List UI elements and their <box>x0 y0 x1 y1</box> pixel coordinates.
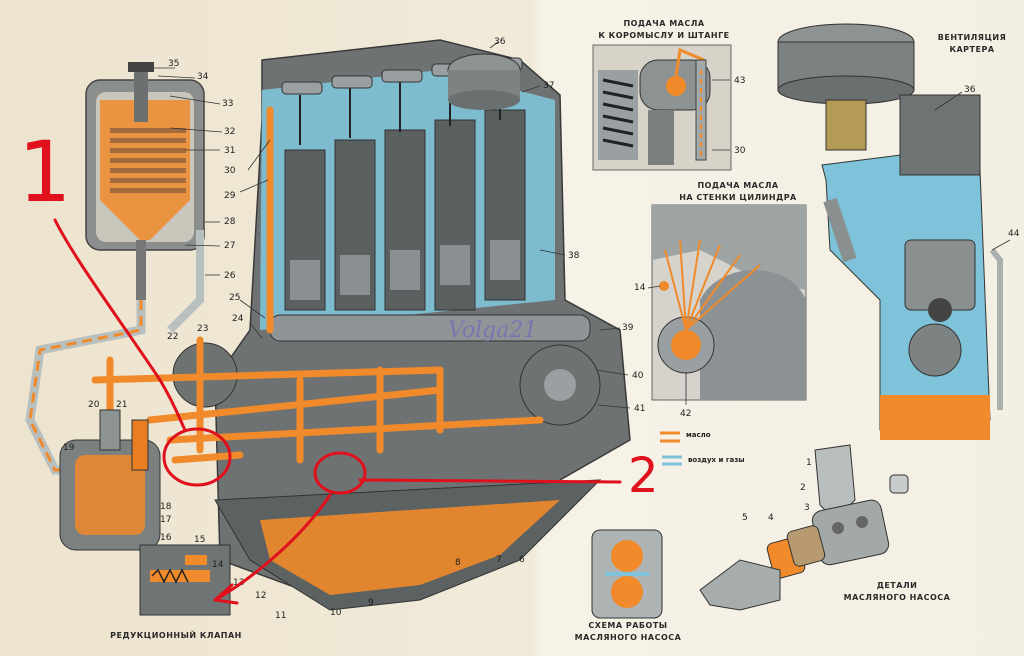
callout-38: 38 <box>568 251 580 261</box>
legend-oil: масло <box>686 431 711 439</box>
callout-35: 35 <box>168 59 179 69</box>
callout-27: 27 <box>224 241 235 251</box>
callout-26: 26 <box>224 271 236 281</box>
legend-marks <box>660 431 682 466</box>
annotation-line-2 <box>358 478 622 484</box>
callout-6: 6 <box>519 555 525 565</box>
callout-14-inset: 14 <box>634 283 646 293</box>
callout-28: 28 <box>224 217 236 227</box>
crankcase-ventilation <box>777 23 1003 440</box>
callout-part-4: 4 <box>768 513 774 523</box>
callout-21: 21 <box>116 400 127 410</box>
callout-19: 19 <box>63 443 75 453</box>
annotation-circle-1 <box>162 427 232 487</box>
annotation-number-1: 1 <box>18 123 72 221</box>
callout-41: 41 <box>634 404 645 414</box>
oil-gallery <box>91 106 544 464</box>
callout-24: 24 <box>232 314 244 324</box>
title-reducing-valve: РЕДУКЦИОННЫЙ КЛАПАН <box>110 631 242 640</box>
callout-36-inset: 36 <box>964 85 976 95</box>
callout-30: 30 <box>224 166 236 176</box>
legend-air-gases: воздух и газы <box>688 456 745 464</box>
pump-parts <box>699 444 909 611</box>
pump-scheme <box>591 529 663 619</box>
callout-34: 34 <box>197 72 209 82</box>
annotation-arrow-line <box>213 493 332 602</box>
callout-42: 42 <box>680 409 691 419</box>
red-annotations <box>53 218 622 605</box>
callout-9: 9 <box>368 598 374 608</box>
rocker-inset <box>592 44 732 171</box>
callout-39: 39 <box>622 323 634 333</box>
callout-23: 23 <box>197 324 208 334</box>
callout-13: 13 <box>233 578 244 588</box>
callout-15: 15 <box>194 535 205 545</box>
annotation-line-1 <box>53 218 187 432</box>
callout-part-5: 5 <box>742 513 748 523</box>
callout-11: 11 <box>275 611 286 621</box>
cylinder-oil-inset <box>651 204 807 401</box>
callout-14: 14 <box>212 560 224 570</box>
reducing-valve-inset <box>139 544 231 616</box>
callout-18: 18 <box>160 502 172 512</box>
oil-filter <box>85 62 205 300</box>
annotation-arrow-head <box>213 583 239 605</box>
callout-part-3: 3 <box>804 503 810 513</box>
callout-22: 22 <box>167 332 178 342</box>
annotation-number-2: 2 <box>628 448 659 504</box>
callout-10: 10 <box>330 608 342 618</box>
callout-32: 32 <box>224 127 235 137</box>
callout-29: 29 <box>224 191 236 201</box>
callout-44: 44 <box>1008 229 1020 239</box>
callout-numbers: 35 34 33 32 31 30 29 28 27 26 25 24 23 2… <box>63 37 1020 621</box>
callout-33: 33 <box>222 99 233 109</box>
annotation-circle-2 <box>313 451 367 495</box>
watermark: Volga21 <box>448 318 538 343</box>
callout-36: 36 <box>494 37 506 47</box>
callout-25: 25 <box>229 293 240 303</box>
callout-8: 8 <box>455 558 461 568</box>
engine-block <box>172 39 631 611</box>
callout-43: 43 <box>734 76 745 86</box>
callout-12: 12 <box>255 591 266 601</box>
callout-31: 31 <box>224 146 235 156</box>
callout-16: 16 <box>160 533 172 543</box>
callout-part-1: 1 <box>806 458 812 468</box>
callout-40: 40 <box>632 371 644 381</box>
callout-20: 20 <box>88 400 100 410</box>
callout-30-inset: 30 <box>734 146 746 156</box>
callout-17: 17 <box>160 515 171 525</box>
callout-part-2: 2 <box>800 483 806 493</box>
callout-37: 37 <box>543 81 554 91</box>
oil-pump-assembly <box>59 409 161 551</box>
callout-7: 7 <box>496 555 502 565</box>
